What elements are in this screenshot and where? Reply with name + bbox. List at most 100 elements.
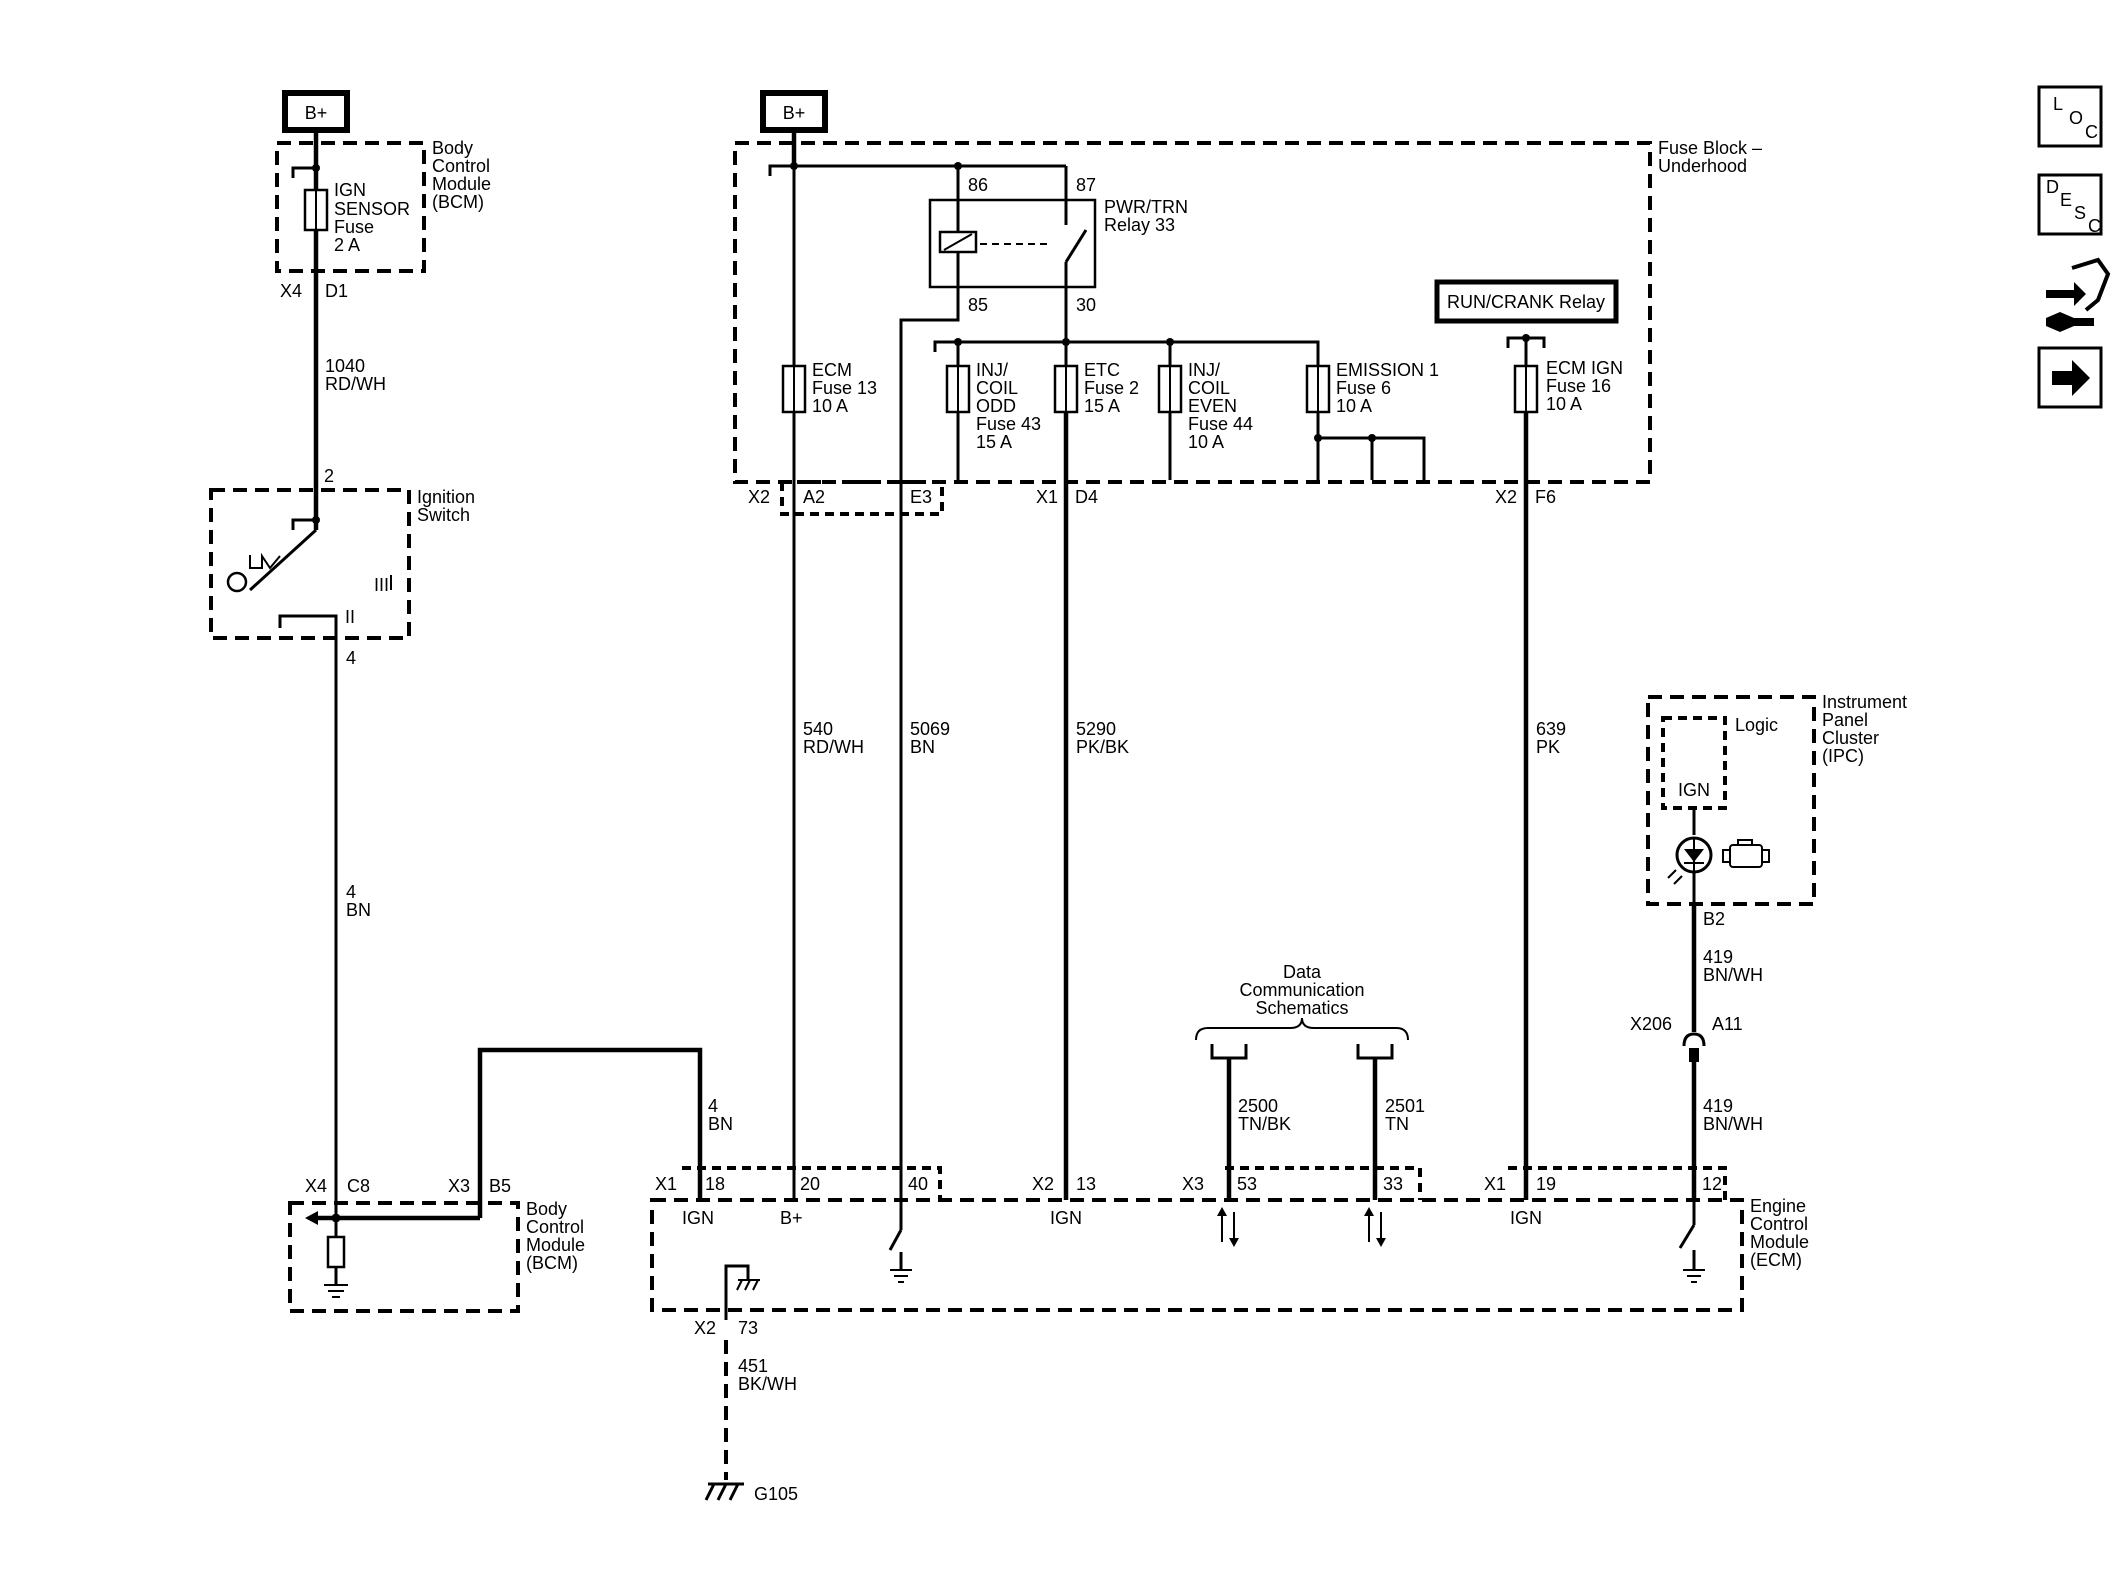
ecm-fuse-13-label: ECM Fuse 13 10 A — [812, 360, 877, 416]
ecm-ground-icon-2 — [1683, 1269, 1705, 1283]
wire-4-bn-color: BN — [708, 1114, 733, 1134]
svg-text:Ignition: Ignition — [417, 487, 475, 507]
ignition-switch-label: Ignition Switch — [417, 487, 475, 525]
ign-sensor-fuse-label: IGN SENSOR Fuse 2 A — [334, 180, 410, 255]
svg-text:Fuse Block –: Fuse Block – — [1658, 138, 1762, 158]
emission-1-label: EMISSION 1 Fuse 6 10 A — [1336, 360, 1439, 416]
wire-419-top-num: 419 — [1703, 947, 1733, 967]
engine-icon — [1722, 839, 1770, 868]
svg-text:Underhood: Underhood — [1658, 156, 1747, 176]
relay-pin-85: 85 — [968, 295, 988, 315]
engine-control-module: Engine Control Module (ECM) X1 18 20 40 … — [650, 1166, 1809, 1338]
data-comm-brace — [1195, 1017, 1409, 1041]
wire-5290-color: PK/BK — [1076, 737, 1129, 757]
ign-switch-pin-4: 4 — [346, 648, 356, 668]
svg-text:C: C — [2085, 122, 2098, 142]
svg-text:Cluster: Cluster — [1822, 728, 1879, 748]
ecm-pin-12: 12 — [1702, 1174, 1722, 1194]
bcm-bottom-box — [288, 1201, 520, 1313]
fb-f6-label: F6 — [1535, 487, 1556, 507]
fb-x2-f6-label: X2 — [1495, 487, 1517, 507]
wire-419-top-color: BN/WH — [1703, 965, 1763, 985]
chassis-ground-icon — [704, 1482, 744, 1501]
wire-2501-num: 2501 — [1385, 1096, 1425, 1116]
wire-5069-color: BN — [910, 737, 935, 757]
ecm-pin-33: 33 — [1383, 1174, 1403, 1194]
wire-540-num: 540 — [803, 719, 833, 739]
fb-a2-label: A2 — [803, 487, 825, 507]
desc-icon[interactable]: D E S C — [2037, 173, 2103, 236]
ecm-ign-fuse-16-label: ECM IGN Fuse 16 10 A — [1546, 358, 1623, 414]
ecm-ground-conn-x2: X2 — [694, 1318, 716, 1338]
svg-text:Fuse: Fuse — [334, 217, 374, 237]
svg-text:INJ/: INJ/ — [1188, 360, 1220, 380]
svg-text:15 A: 15 A — [1084, 396, 1120, 416]
connector-tool-icon[interactable] — [2046, 257, 2111, 332]
svg-text:Module: Module — [526, 1235, 585, 1255]
ecm-ign-input-1: IGN — [682, 1208, 714, 1228]
wire-4-bn-b5 — [477, 1047, 703, 1218]
svg-text:EMISSION 1: EMISSION 1 — [1336, 360, 1439, 380]
svg-text:Control: Control — [526, 1217, 584, 1237]
svg-text:PWR/TRN: PWR/TRN — [1104, 197, 1188, 217]
wire-4-bn-left-color: BN — [346, 900, 371, 920]
svg-text:ECM IGN: ECM IGN — [1546, 358, 1623, 378]
ecm-ign-input-3: IGN — [1510, 1208, 1542, 1228]
bcm-bottom-x4: X4 — [305, 1176, 327, 1196]
svg-text:Control: Control — [1750, 1214, 1808, 1234]
svg-text:EVEN: EVEN — [1188, 396, 1237, 416]
wire-451-color: BK/WH — [738, 1374, 797, 1394]
svg-text:15 A: 15 A — [976, 432, 1012, 452]
fuse-block-label: Fuse Block – Underhood — [1658, 138, 1762, 176]
fb-d4-label: D4 — [1075, 487, 1098, 507]
svg-text:E: E — [2060, 190, 2072, 210]
etc-fuse-2-label: ETC Fuse 2 15 A — [1084, 360, 1139, 416]
relay-pin-87: 87 — [1076, 175, 1096, 195]
bcm-input-arrow — [305, 1211, 318, 1225]
wire-639-color: PK — [1536, 737, 1560, 757]
relay-switch-contact — [1064, 229, 1088, 263]
wire-5290-num: 5290 — [1076, 719, 1116, 739]
ecm-pin-53: 53 — [1237, 1174, 1257, 1194]
svg-text:(BCM): (BCM) — [526, 1253, 578, 1273]
ipc-logic-label: Logic — [1735, 715, 1778, 735]
svg-text:(BCM): (BCM) — [432, 192, 484, 212]
ecm-bplus-input: B+ — [780, 1208, 803, 1228]
svg-text:ETC: ETC — [1084, 360, 1120, 380]
next-arrow-icon[interactable] — [2037, 346, 2103, 409]
svg-text:Fuse 2: Fuse 2 — [1084, 378, 1139, 398]
svg-text:(IPC): (IPC) — [1822, 746, 1864, 766]
wire-5069 — [899, 287, 960, 1230]
x2-connector-box — [780, 480, 944, 516]
bcm-top-box — [275, 141, 426, 273]
ecm-ground-icon-1 — [890, 1269, 912, 1283]
svg-text:C: C — [2088, 216, 2101, 236]
svg-text:Module: Module — [1750, 1232, 1809, 1252]
data-arrows-53 — [1217, 1207, 1239, 1247]
ecm-conn-x3: X3 — [1182, 1174, 1204, 1194]
ecm-pin-19: 19 — [1536, 1174, 1556, 1194]
wire-2501-color: TN — [1385, 1114, 1409, 1134]
bplus-label-right: B+ — [783, 103, 806, 123]
fb-x1-label: X1 — [1036, 487, 1058, 507]
ecm-conn-x2: X2 — [1032, 1174, 1054, 1194]
loc-icon[interactable]: L O C — [2037, 85, 2103, 148]
svg-text:10 A: 10 A — [1336, 396, 1372, 416]
bcm-pin-d1: D1 — [325, 281, 348, 301]
ecm-pin-13: 13 — [1076, 1174, 1096, 1194]
ipc-box — [1646, 695, 1816, 906]
svg-text:Control: Control — [432, 156, 490, 176]
wire-639-num: 639 — [1536, 719, 1566, 739]
svg-text:Communication: Communication — [1239, 980, 1364, 1000]
ign-switch-pin-2: 2 — [324, 466, 334, 486]
fuse-block-underhood: B+ Fuse Block – Underhood 86 87 PWR/TRN … — [733, 90, 1762, 1230]
ecm-conn-x1b: X1 — [1484, 1174, 1506, 1194]
svg-text:2 A: 2 A — [334, 235, 360, 255]
fuse-block-box — [733, 141, 1652, 484]
ecm-ground-pin-73: 73 — [738, 1318, 758, 1338]
wire-451-num: 451 — [738, 1356, 768, 1376]
ign-switch-pos-3: III — [374, 575, 389, 595]
run-crank-relay-box — [1434, 279, 1619, 324]
bcm-bottom-x3: X3 — [448, 1176, 470, 1196]
